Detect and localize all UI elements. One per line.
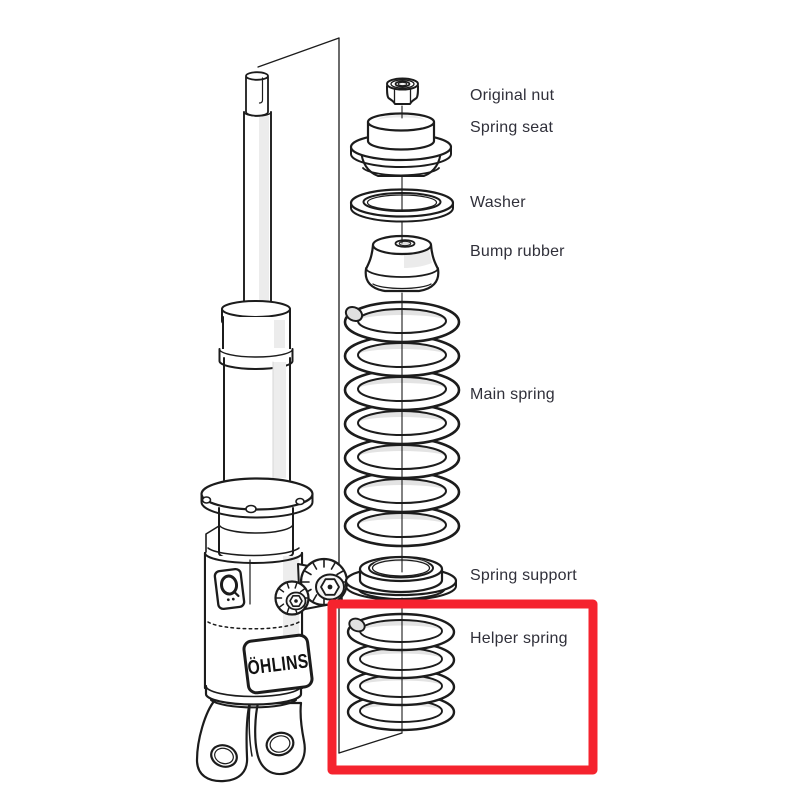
helper-spring-part bbox=[346, 612, 456, 732]
main-spring-part bbox=[343, 300, 461, 548]
label-washer: Washer bbox=[470, 194, 526, 211]
label-original-nut: Original nut bbox=[470, 87, 555, 104]
piston-rod bbox=[243, 71, 272, 310]
projection-plane-lines bbox=[257, 37, 403, 754]
damper-body bbox=[218, 300, 294, 481]
exploded-parts bbox=[343, 77, 461, 734]
shock-absorber-illustration: ÖHLINS bbox=[195, 71, 349, 783]
label-helper-spring: Helper spring bbox=[470, 630, 568, 647]
compression-adjuster bbox=[274, 557, 349, 616]
ohlins-logo-plate: ÖHLINS bbox=[242, 633, 314, 695]
label-main-spring: Main spring bbox=[470, 386, 555, 403]
spring-seat-part bbox=[349, 112, 453, 177]
body-bottom-cap bbox=[204, 684, 303, 709]
label-bump-rubber: Bump rubber bbox=[470, 243, 565, 260]
ohlins-o-badge bbox=[213, 567, 246, 611]
bump-rubber-part bbox=[364, 234, 440, 293]
original-nut-part bbox=[386, 77, 419, 105]
label-spring-support: Spring support bbox=[470, 567, 577, 584]
label-spring-seat: Spring seat bbox=[470, 119, 554, 136]
spring-support-part bbox=[344, 555, 458, 601]
adjuster-knob-small bbox=[274, 580, 310, 616]
clevis-mount bbox=[195, 698, 306, 783]
adjuster-knob-large bbox=[299, 557, 349, 607]
helper-spring-highlight-box bbox=[327, 599, 598, 775]
